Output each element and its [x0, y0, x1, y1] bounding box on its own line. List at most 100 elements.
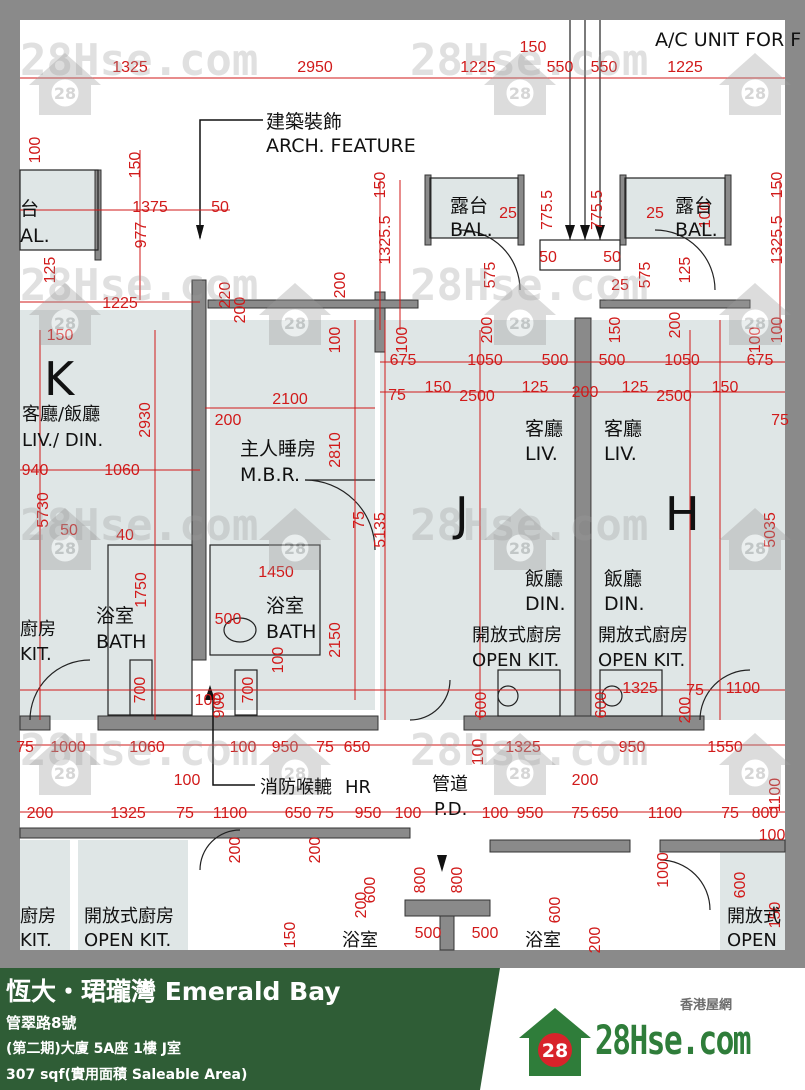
dimension-label: 50 — [603, 249, 621, 266]
dimension-label: 1325 — [110, 805, 146, 822]
dimension-label: 675 — [747, 352, 774, 369]
dimension-label: 1325.5 — [377, 215, 394, 264]
dimension-label: 1060 — [129, 739, 165, 756]
dimension-label: 200 — [667, 312, 684, 339]
watermark-text: 28Hse.com — [20, 260, 258, 311]
dimension-label: 100 — [27, 137, 44, 164]
saleable-area: 307 sqf(實用面積 Saleable Area) — [6, 1067, 248, 1083]
dimension-label: 25 — [611, 277, 629, 294]
dimension-label: 2500 — [459, 388, 495, 405]
dimension-label: 650 — [285, 805, 312, 822]
dimension-label: 1550 — [707, 739, 743, 756]
k-liv-cn: 客廳/飯廳 — [22, 404, 100, 425]
watermark-badge: 28 — [719, 283, 791, 345]
dimension-label: 550 — [591, 59, 618, 76]
bal-right-cn: 露台 — [675, 195, 713, 217]
dimension-label: 100 — [270, 647, 287, 674]
dimension-label: 75 — [16, 739, 34, 756]
dimension-label: 75 — [316, 805, 334, 822]
dimension-label: 100 — [230, 739, 257, 756]
dimension-label: 700 — [240, 677, 257, 704]
dimension-label: 100 — [174, 772, 201, 789]
kit-h-en: OPEN KIT. — [598, 650, 685, 671]
dimension-label: 150 — [127, 152, 144, 179]
dimension-label: 75 — [771, 412, 789, 429]
dimension-label: 600 — [593, 692, 610, 719]
watermark-badge: 28 — [259, 283, 331, 345]
dimension-label: 75 — [388, 387, 406, 404]
dimension-label: 50 — [60, 522, 78, 539]
dimension-label: 100 — [482, 805, 509, 822]
arch-feature-cn: 建築裝飾 — [266, 111, 342, 133]
arch-feature-en: ARCH. FEATURE — [266, 135, 416, 157]
dimension-label: 2500 — [656, 388, 692, 405]
dimension-label: 675 — [390, 352, 417, 369]
dimension-label: 500 — [542, 352, 569, 369]
dimension-label: 1100 — [726, 680, 761, 697]
room-fills — [20, 170, 785, 950]
dimension-label: 200 — [227, 837, 244, 864]
dimension-label: 2930 — [137, 402, 154, 438]
watermark-badge: 28 — [29, 508, 101, 570]
dimension-label: 150 — [607, 317, 624, 344]
dimension-label: 1325 — [505, 739, 541, 756]
kit-h-cn: 開放式廚房 — [598, 624, 688, 646]
pd-cn: 管道 — [432, 774, 468, 795]
dimension-label: 950 — [355, 805, 382, 822]
bath-k-en: BATH — [96, 631, 146, 653]
svg-text:28: 28 — [54, 539, 76, 558]
pd-en: P.D. — [434, 799, 467, 820]
dimension-label: 220 — [217, 282, 234, 309]
watermark-badge: 28 — [719, 53, 791, 115]
dimension-label: 100 — [327, 327, 344, 354]
dimension-label: 500 — [215, 611, 242, 628]
unit-h-letter: H — [665, 487, 700, 541]
dimension-label: 1325 — [112, 59, 148, 76]
dimension-label: 1225 — [460, 59, 496, 76]
watermark-badge: 28 — [29, 53, 101, 115]
svg-text:28: 28 — [509, 84, 531, 103]
watermark-text: 28Hse.com — [20, 35, 258, 86]
dimension-label: 550 — [547, 59, 574, 76]
ac-unit-arrows — [205, 225, 605, 872]
dimension-label: 2100 — [272, 391, 308, 408]
dimension-label: 600 — [547, 897, 564, 924]
dimension-label: 1100 — [648, 805, 683, 822]
dimension-label: 600 — [473, 692, 490, 719]
svg-text:28: 28 — [54, 84, 76, 103]
estate-address: 管翠路8號 — [6, 1014, 77, 1032]
dimension-label: 100 — [395, 805, 422, 822]
dimension-label: 25 — [646, 205, 664, 222]
svg-text:28: 28 — [284, 314, 306, 333]
dimension-label: 600 — [732, 872, 749, 899]
unit-description: (第二期)大廈 5A座 1樓 J室 — [6, 1041, 181, 1057]
dimension-label: 75 — [176, 805, 194, 822]
dimension-label: 1450 — [258, 564, 294, 581]
dimension-label: 200 — [677, 697, 694, 724]
bath-j-cn: 浴室 — [266, 595, 304, 617]
dimension-label: 2150 — [327, 622, 344, 658]
j-din-en: DIN. — [525, 593, 566, 615]
estate-title: 恆大・珺瓏灣 Emerald Bay — [6, 977, 341, 1006]
dimension-label: 150 — [372, 172, 389, 199]
dimension-label: 950 — [517, 805, 544, 822]
watermark-text: 28Hse.com — [410, 35, 648, 86]
dimension-label: 950 — [619, 739, 646, 756]
ac-unit-note: A/C UNIT FOR F — [655, 29, 801, 51]
dimension-label: 1050 — [664, 352, 700, 369]
watermark-badge: 28 — [719, 508, 791, 570]
dimension-label: 1050 — [467, 352, 503, 369]
svg-text:28: 28 — [284, 764, 306, 783]
dimension-label: 200 — [572, 384, 599, 401]
hr-cn: 消防喉轆 — [260, 777, 332, 798]
watermark-badge: 28 — [484, 53, 556, 115]
dimension-label: 1750 — [133, 572, 150, 608]
brand-name-cn: 香港屋網 — [680, 998, 733, 1013]
bal-left-en: BAL. — [450, 219, 493, 241]
dimension-label: 150 — [425, 379, 452, 396]
brand-wordmark: 28Hse.com — [595, 1018, 752, 1064]
dimension-label: 100 — [759, 827, 786, 844]
hr-en: HR — [345, 777, 371, 798]
